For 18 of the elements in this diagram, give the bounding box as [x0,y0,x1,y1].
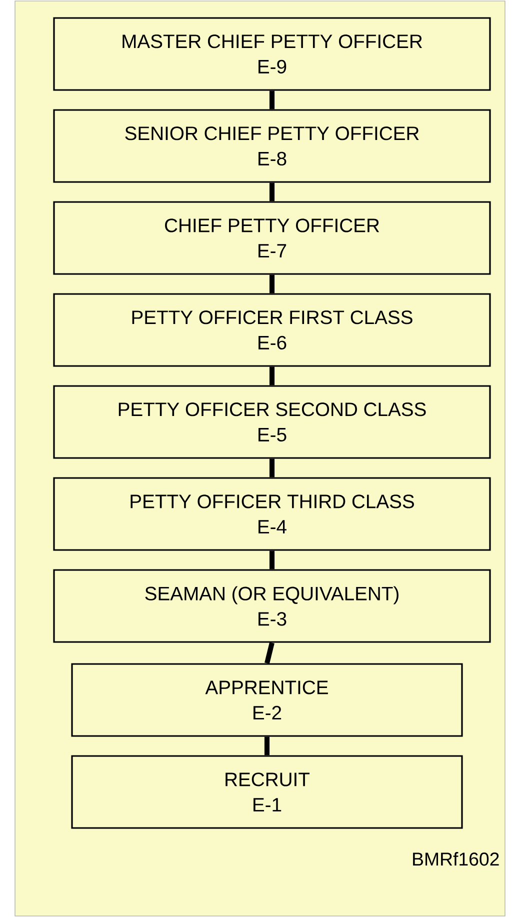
rank-box: SEAMAN (OR EQUIVALENT) E-3 [53,569,491,643]
rank-box: PETTY OFFICER THIRD CLASS E-4 [53,477,491,551]
connector-line [269,182,275,202]
rank-box: CHIEF PETTY OFFICER E-7 [53,201,491,275]
rank-box: MASTER CHIEF PETTY OFFICER E-9 [53,17,491,91]
connector-line [269,458,275,478]
connector-line [269,550,275,570]
connector-line [269,90,275,110]
connector-line [269,366,275,386]
rank-box: RECRUIT E-1 [71,755,463,829]
connector-line [264,736,270,756]
rank-box: APPRENTICE E-2 [71,663,463,737]
connector-line [264,642,274,664]
rank-box: PETTY OFFICER FIRST CLASS E-6 [53,293,491,367]
rank-box: SENIOR CHIEF PETTY OFFICER E-8 [53,109,491,183]
connector-line [269,274,275,294]
figure-id: BMRf1602 [413,852,499,866]
rank-box: PETTY OFFICER SECOND CLASS E-5 [53,385,491,459]
